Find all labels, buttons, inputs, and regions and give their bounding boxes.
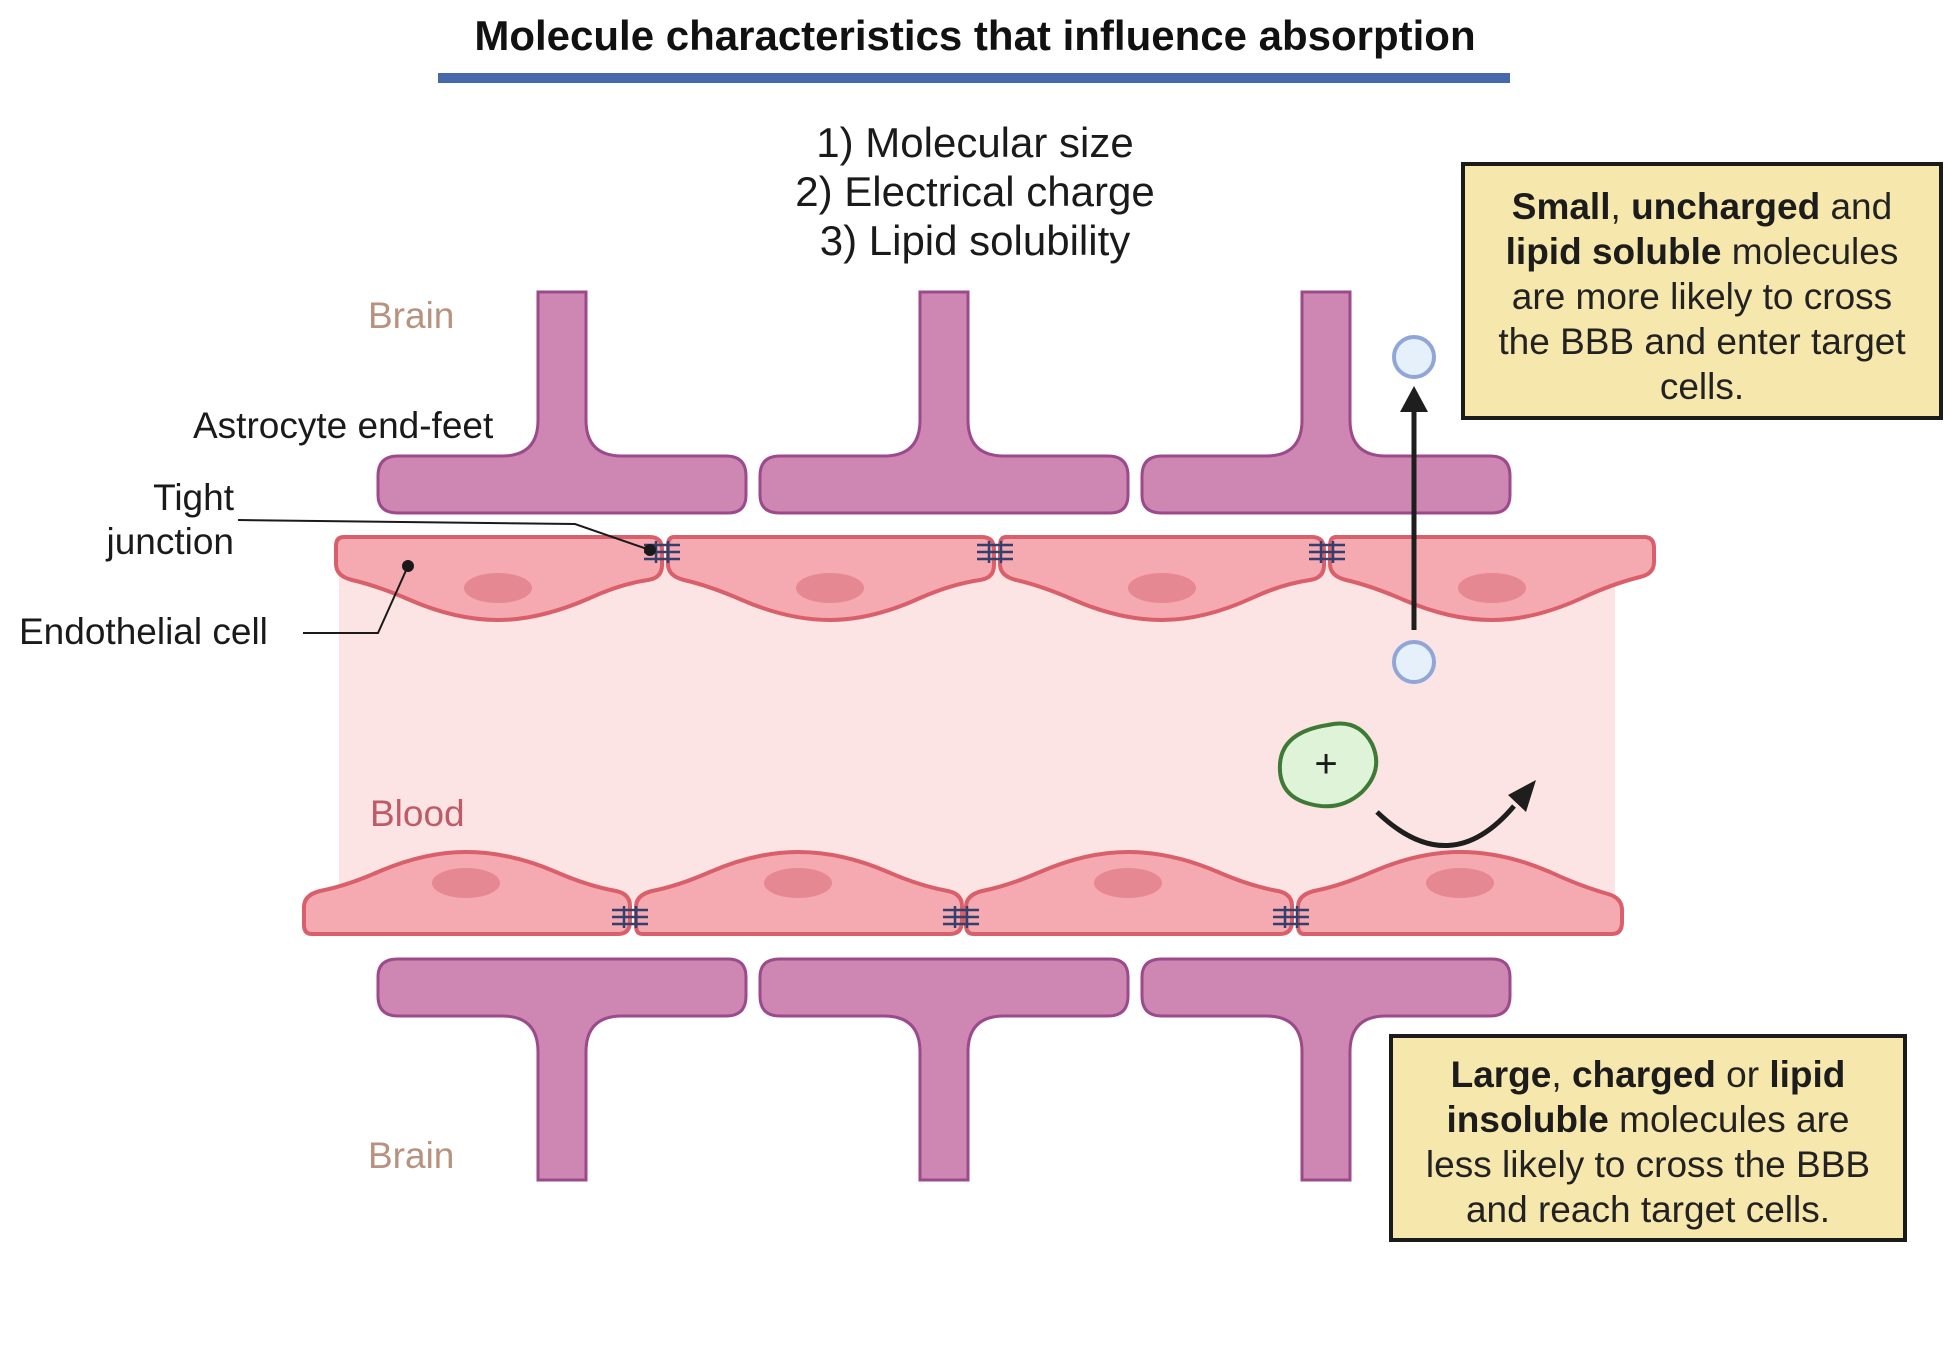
tight-junction-top-2 [977,541,1013,563]
callout-large-word2: charged [1571,1054,1716,1095]
astrocyte-bottom-3 [1140,957,1512,1182]
page-title: Molecule characteristics that influence … [474,12,1476,59]
callout-small-molecules: Small, uncharged and lipid soluble molec… [1461,162,1943,420]
callout-small-text3: molecules are more likely to cross the B… [1498,231,1906,407]
label-tight-junction-line2: junction [106,521,234,562]
charge-symbol: + [1314,742,1338,786]
label-endothelial: Endothelial cell [19,611,268,652]
label-brain-bottom: Brain [368,1135,455,1176]
endothelial-cell-top-1 [334,535,664,623]
callout-small-word2: uncharged [1631,186,1821,227]
callout-large-word1: Large [1450,1054,1552,1095]
label-tight-junction: Tight junction [40,476,234,564]
endothelial-leader [303,560,414,634]
endothelial-cell-bottom-3 [964,849,1294,936]
callout-small-text2: and [1820,186,1893,227]
small-molecule-crossed [1392,335,1436,379]
astrocyte-top-3 [1140,290,1512,515]
endothelial-cell-bottom-2 [634,849,964,936]
small-molecule-lumen [1392,640,1436,684]
astrocyte-bottom-1 [376,957,748,1182]
endothelial-cell-top-2 [666,535,996,623]
endothelial-cell-top-3 [998,535,1326,623]
callout-large-text1: , [1551,1054,1572,1095]
astrocyte-bottom-2 [758,957,1130,1182]
tight-junction-bottom-2 [943,906,979,928]
label-brain-top: Brain [368,295,455,336]
deflection-arrow [1375,780,1536,848]
endothelial-cell-bottom-1 [302,849,632,936]
factor-item: 2) Electrical charge [795,168,1155,215]
label-blood: Blood [370,793,465,834]
endothelial-cell-bottom-4 [1296,849,1624,936]
label-tight-junction-line1: Tight [153,477,234,518]
charged-molecule [1277,721,1379,809]
tight-junction-leader [237,519,656,556]
astrocyte-top-2 [758,290,1130,515]
factor-list: 1) Molecular size 2) Electrical charge 3… [700,118,1250,265]
blood-lumen [339,560,1615,903]
astrocyte-top-1 [376,290,748,515]
callout-large-text3: molecules are less likely to cross the B… [1425,1099,1871,1230]
tight-junction-top-3 [1309,541,1345,563]
endothelial-cell-top-4 [1328,535,1656,623]
callout-small-word3: lipid soluble [1505,231,1722,272]
callout-small-text1: , [1610,186,1632,227]
tight-junction-bottom-3 [1273,906,1309,928]
label-astrocyte: Astrocyte end-feet [193,405,494,446]
title-underline [438,73,1510,83]
callout-large-word3: lipid insoluble [1446,1054,1846,1140]
crossing-arrow [1400,386,1428,630]
callout-small-word1: Small [1511,186,1611,227]
factor-item: 1) Molecular size [816,119,1134,166]
tight-junction-bottom-1 [612,906,648,928]
callout-large-molecules: Large, charged or lipid insoluble molecu… [1389,1034,1907,1242]
callout-large-text2: or [1715,1054,1770,1095]
factor-item: 3) Lipid solubility [819,217,1131,264]
